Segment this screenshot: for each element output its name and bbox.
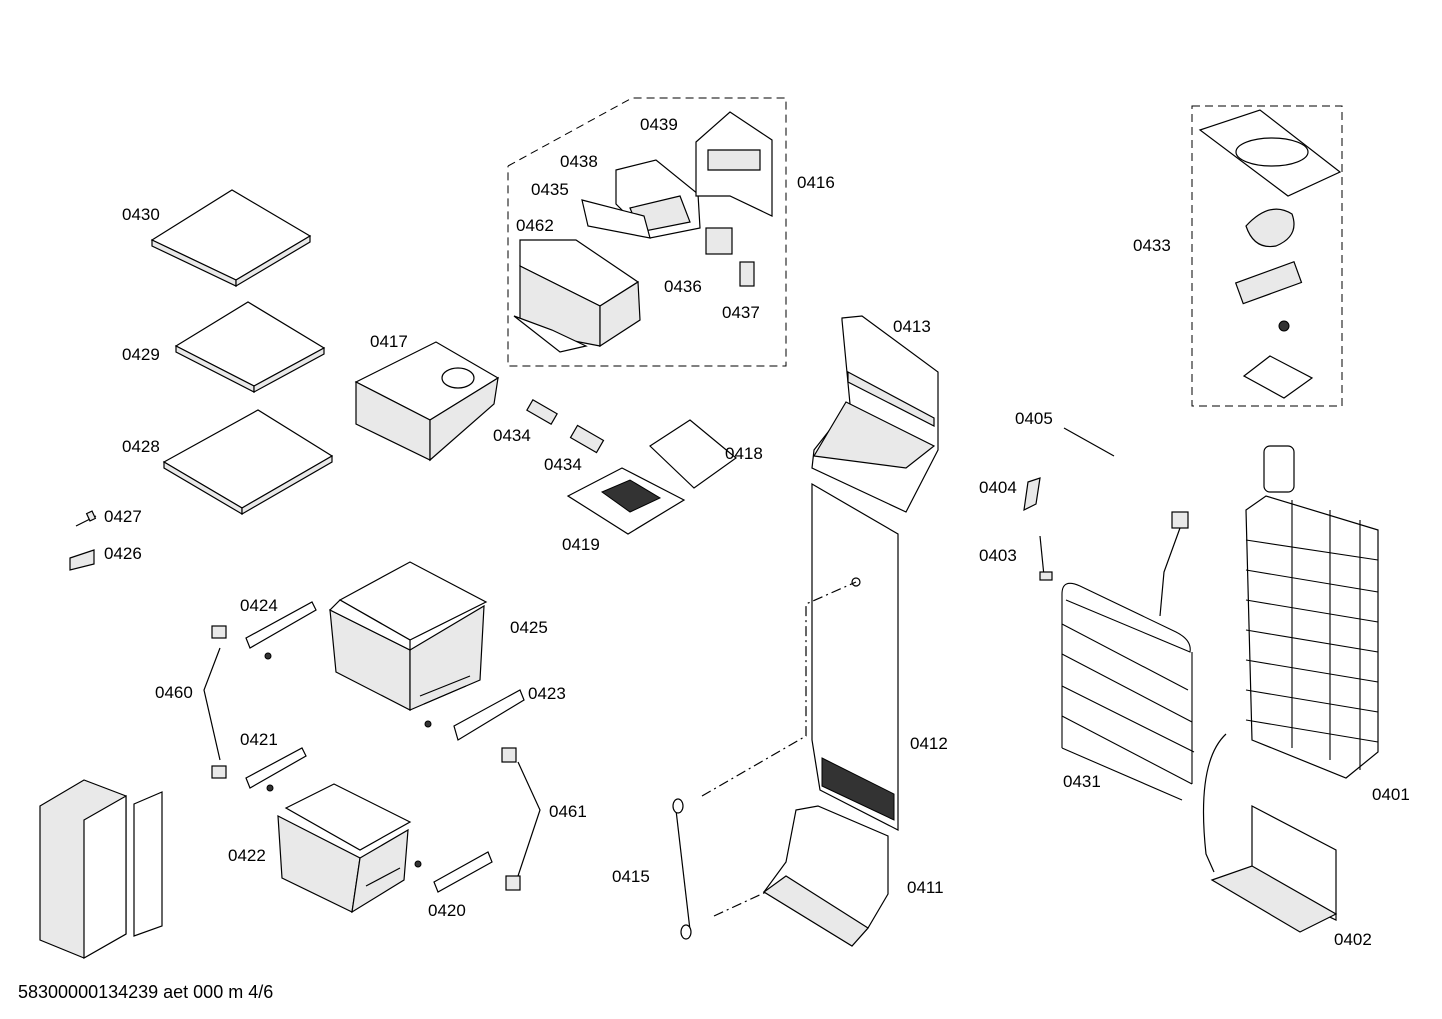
label-0420: 0420 [428, 901, 466, 920]
rail-0424-drawing [211, 601, 317, 660]
label-0461: 0461 [549, 802, 587, 821]
label-0404: 0404 [979, 478, 1017, 497]
air-duct-0413-drawing [811, 315, 939, 513]
label-0428: 0428 [122, 437, 160, 456]
label-0405: 0405 [1015, 409, 1053, 428]
label-0427: 0427 [104, 507, 142, 526]
label-0417: 0417 [370, 332, 408, 351]
evaporator-0401-drawing [1245, 445, 1379, 779]
ice-bucket-0462-drawing [513, 239, 641, 353]
label-0402: 0402 [1334, 930, 1372, 949]
drawer-0425-drawing [328, 561, 488, 711]
label-0423: 0423 [528, 684, 566, 703]
shelf-0428-drawing [162, 409, 334, 516]
label-0415: 0415 [612, 867, 650, 886]
label-0429: 0429 [122, 345, 160, 364]
label-0412: 0412 [910, 734, 948, 753]
label-0437: 0437 [722, 303, 760, 322]
shelf-0429-drawing [174, 301, 326, 394]
label-0434-lower: 0434 [544, 455, 582, 474]
label-0439: 0439 [640, 115, 678, 134]
label-0424: 0424 [240, 596, 278, 615]
label-0413: 0413 [893, 317, 931, 336]
cover-0411-drawing [762, 805, 889, 947]
label-0416: 0416 [797, 173, 835, 192]
label-0434-upper: 0434 [493, 426, 531, 445]
rail-0423-drawing [424, 689, 525, 741]
drawing-reference-number: 58300000134239 aet 000 m 4/6 [18, 982, 274, 1002]
drain-tray-0402-drawing [1202, 733, 1338, 933]
label-0462: 0462 [516, 216, 554, 235]
rail-0421-drawing [211, 747, 307, 792]
shelf-0430-drawing [150, 189, 312, 288]
bracket-0439-drawing [695, 111, 773, 217]
label-0430: 0430 [122, 205, 160, 224]
label-0401: 0401 [1372, 785, 1410, 804]
label-0433: 0433 [1133, 236, 1171, 255]
label-0425: 0425 [510, 618, 548, 637]
label-0436: 0436 [664, 277, 702, 296]
drawer-0422-drawing [277, 783, 412, 914]
pin-0427-drawing [75, 510, 97, 527]
auger-0434-drawing [526, 398, 605, 454]
label-0431: 0431 [1063, 772, 1101, 791]
label-0460: 0460 [155, 683, 193, 702]
label-0435: 0435 [531, 180, 569, 199]
label-0419: 0419 [562, 535, 600, 554]
clip-0426-drawing [69, 549, 95, 571]
ice-dispenser-0417-drawing [354, 341, 500, 462]
grille-0419-drawing [566, 467, 686, 535]
fan-0433-drawing [1198, 109, 1342, 399]
label-0422: 0422 [228, 846, 266, 865]
label-0403: 0403 [979, 546, 1017, 565]
rear-panel-0412-drawing [811, 482, 899, 831]
label-0426: 0426 [104, 544, 142, 563]
coil-0431-drawing [1061, 511, 1195, 801]
label-0438: 0438 [560, 152, 598, 171]
rail-0420-drawing [414, 851, 493, 893]
label-0421: 0421 [240, 730, 278, 749]
label-0418: 0418 [725, 444, 763, 463]
door-module-drawing [39, 779, 163, 960]
label-0411: 0411 [907, 878, 944, 897]
